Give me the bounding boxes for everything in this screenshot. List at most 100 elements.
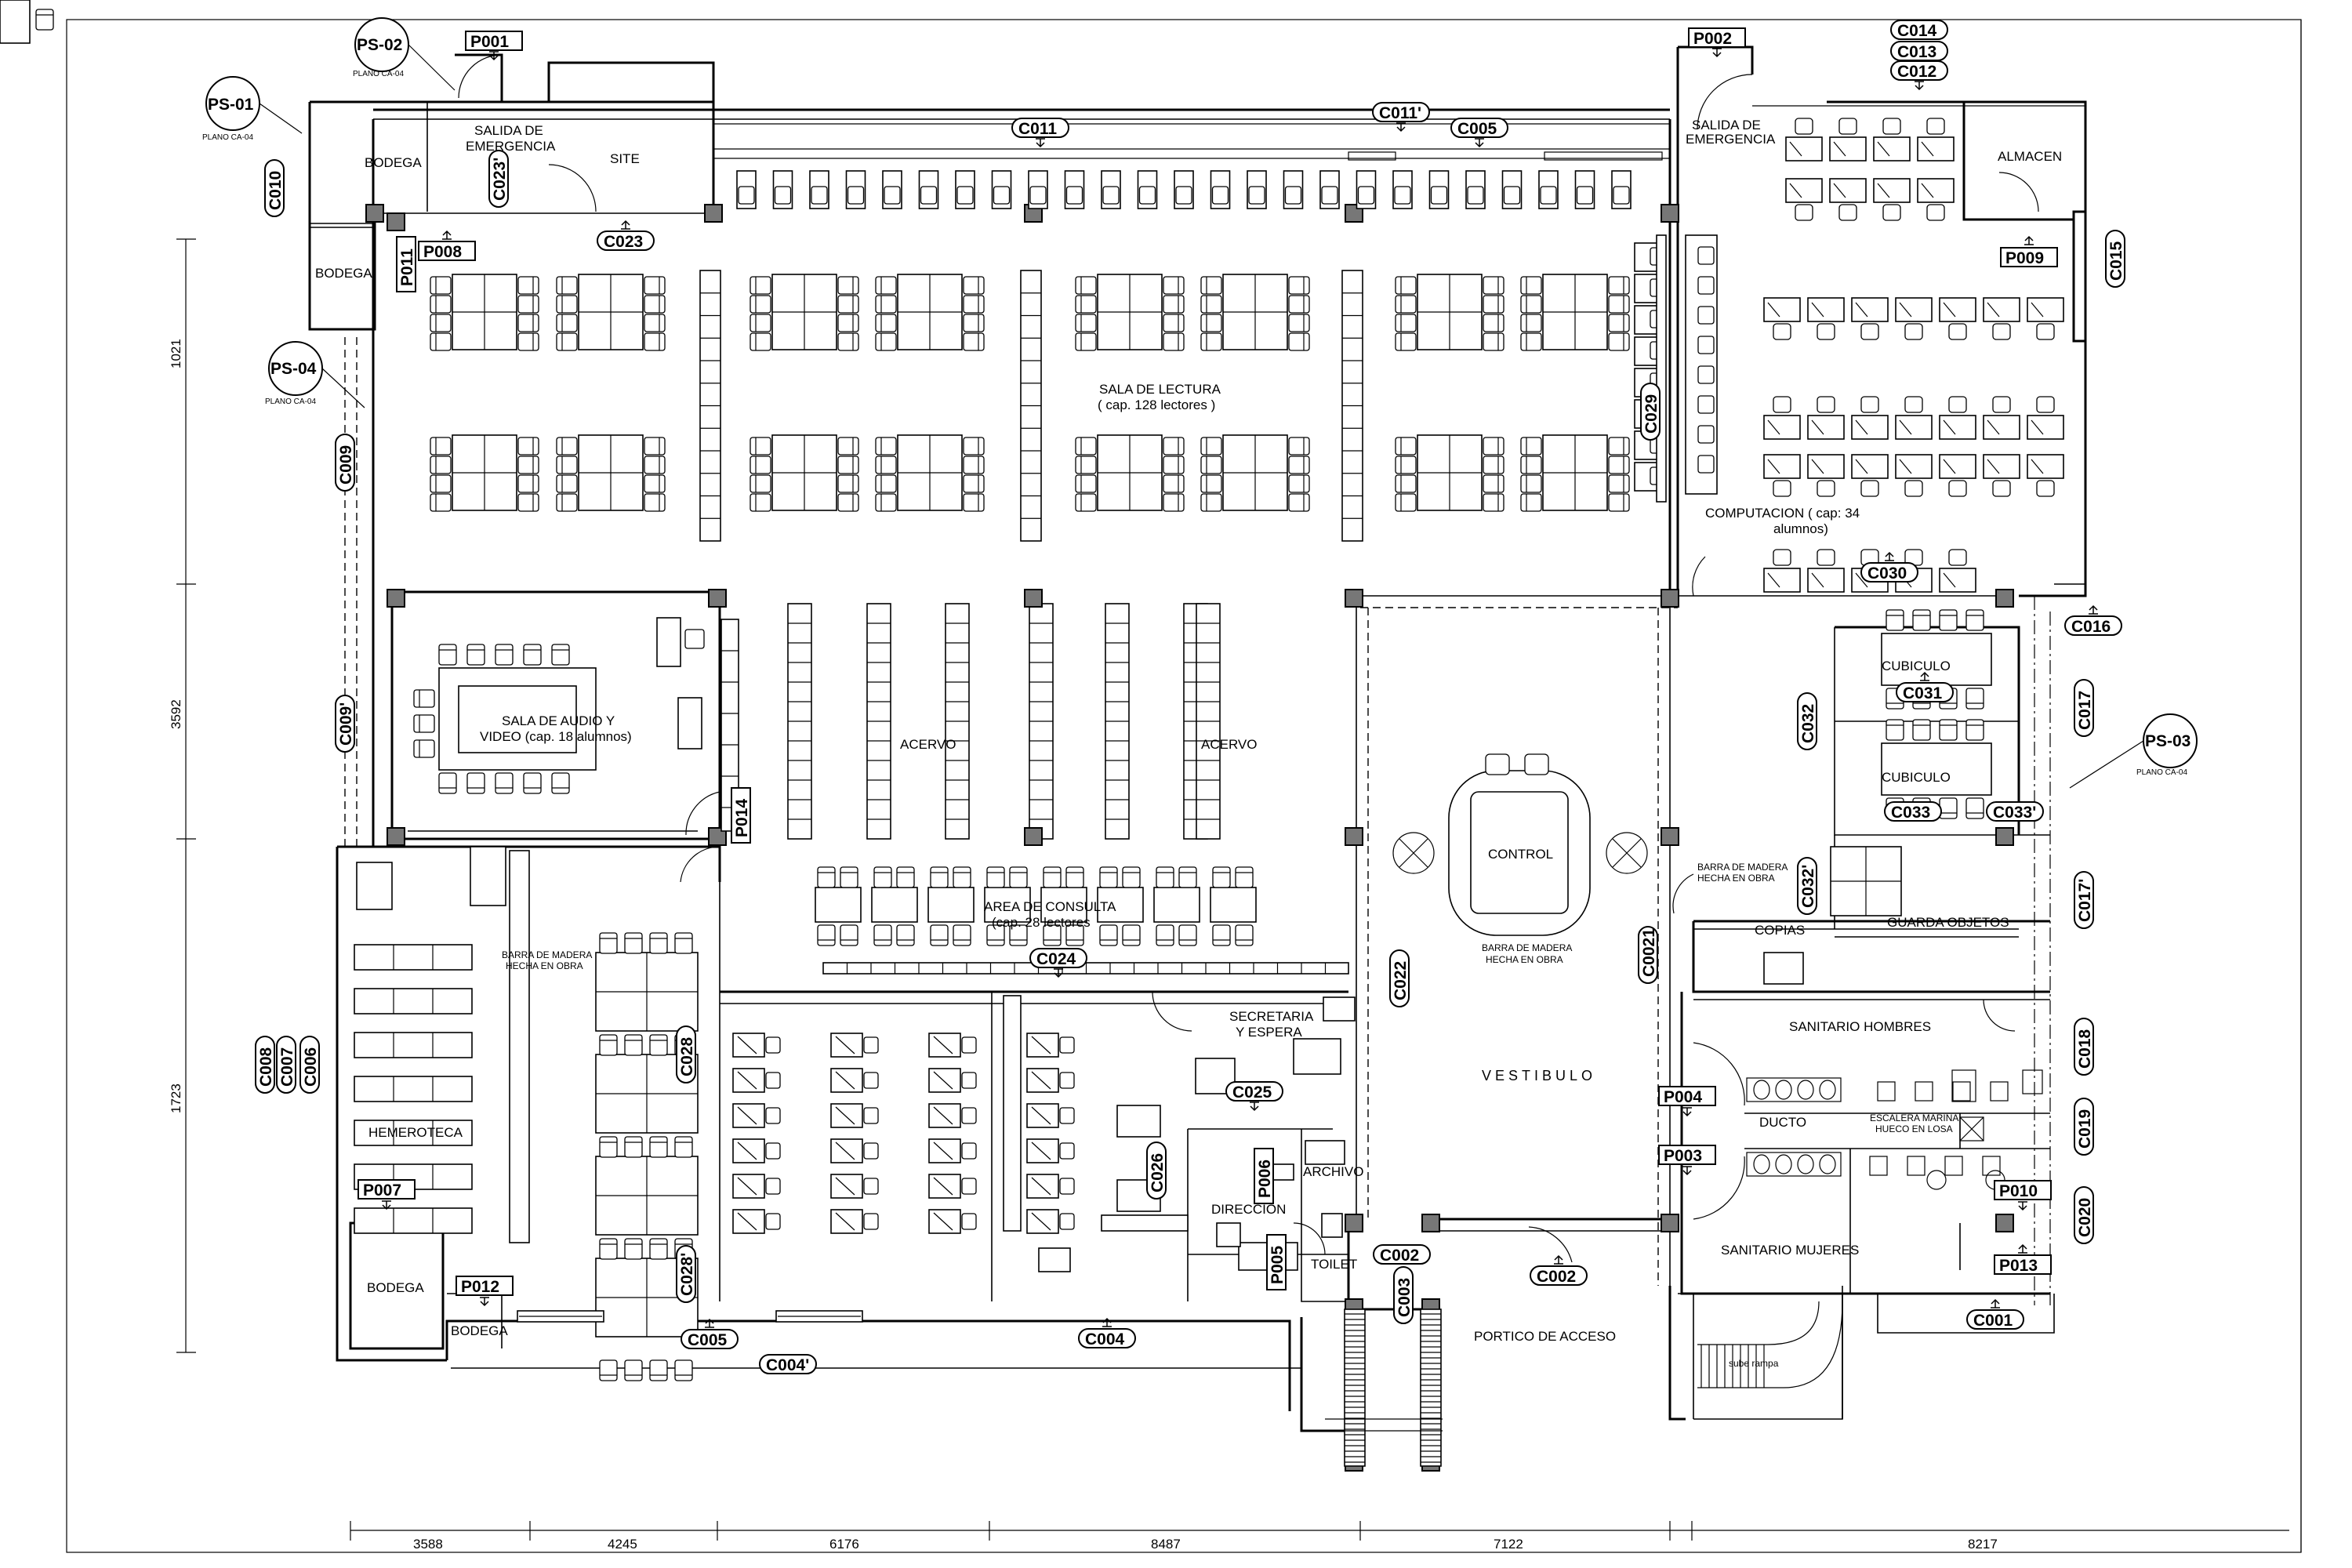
room-label-computacion: COMPUTACION ( cap: 34 (1705, 506, 1860, 521)
room-label-salida-emergencia-2: EMERGENCIA (466, 139, 556, 154)
room-label-salida-emergencia: SALIDA DE (474, 123, 543, 138)
dim-bottom-6: 8217 (1968, 1537, 1998, 1552)
tag-c002a: C002 (1373, 1244, 1431, 1265)
north-corridor (713, 105, 2085, 161)
room-label-audio-video: SALA DE AUDIO Y (502, 713, 615, 728)
room-label-bodega-2: BODEGA (315, 266, 372, 281)
dim-bottom-2: 4245 (608, 1537, 637, 1552)
tag-c013: C013 (1890, 41, 1948, 61)
tag-c004b: C004' (759, 1354, 817, 1374)
tag-c011b: C011' (1372, 102, 1430, 122)
tag-c019: C019 (2074, 1098, 2094, 1156)
svg-text:P005: P005 (1269, 1246, 1287, 1284)
tag-p001: P001 (465, 31, 523, 51)
section-markers: PS-01 PLANO CA-04 PS-02 PLANO CA-04 PS-0… (202, 17, 2198, 789)
tag-c018: C018 (2074, 1018, 2094, 1076)
svg-text:C032': C032' (1799, 865, 1817, 908)
svg-text:C026: C026 (1149, 1153, 1167, 1192)
tag-p011: P011 (396, 236, 416, 292)
room-label-computacion-2: alumnos) (1773, 521, 1828, 536)
tag-c004a: C004 (1078, 1328, 1136, 1348)
tag-c033a: C033 (1884, 801, 1942, 822)
tag-p002: P002 (1688, 27, 1746, 48)
room-label-cubiculo-2: CUBICULO (1882, 770, 1951, 785)
dim-bottom-4: 8487 (1151, 1537, 1181, 1552)
svg-text:C001: C001 (1973, 1312, 2013, 1330)
dim-left-3: 1723 (169, 1083, 183, 1113)
tag-c015: C015 (2105, 230, 2125, 288)
section-marker-ps01: PS-01 PLANO CA-04 (202, 76, 303, 142)
svg-text:P012: P012 (461, 1278, 499, 1296)
svg-text:C011': C011' (1379, 104, 1421, 122)
svg-text:C004: C004 (1085, 1330, 1125, 1348)
svg-text:PS-01: PS-01 (208, 96, 254, 114)
tag-p008: P008 (418, 241, 476, 261)
room-label-escalera-2: HUECO EN LOSA (1875, 1123, 1953, 1134)
svg-text:PLANO CA-04: PLANO CA-04 (202, 133, 253, 142)
svg-text:C0021: C0021 (1640, 928, 1658, 977)
room-label-bodega-sw: BODEGA (367, 1280, 424, 1295)
room-label-bodega-sw-2: BODEGA (451, 1323, 508, 1338)
svg-text:C017': C017' (2076, 879, 2094, 922)
tag-c001: C001 (1966, 1309, 2024, 1330)
tag-c003: C003 (1393, 1266, 1414, 1324)
tag-p004: P004 (1658, 1086, 1716, 1106)
dim-bottom-5: 7122 (1494, 1537, 1523, 1552)
svg-text:PLANO CA-04: PLANO CA-04 (2136, 768, 2187, 777)
room-label-barra-east-2: HECHA EN OBRA (1697, 873, 1775, 884)
svg-text:C023: C023 (604, 233, 643, 251)
room-label-bodega: BODEGA (365, 155, 422, 170)
tag-c011a: C011 (1011, 118, 1069, 138)
room-label-almacen: ALMACEN (1998, 149, 2062, 164)
room-label-copias: COPIAS (1755, 923, 1805, 938)
tag-c025: C025 (1225, 1081, 1283, 1102)
svg-text:C013: C013 (1897, 43, 1936, 61)
room-label-acervo-1: ACERVO (900, 737, 956, 752)
svg-text:PLANO CA-04: PLANO CA-04 (353, 70, 404, 78)
tag-p003: P003 (1658, 1145, 1716, 1165)
room-label-barra-west-2: HECHA EN OBRA (506, 960, 583, 971)
tag-c017b: C017' (2074, 871, 2094, 929)
room-labels: BODEGA SALIDA DE EMERGENCIA SITE BODEGA … (315, 118, 2062, 1369)
bottom-dimension-line: 3588 4245 6176 8487 7122 8217 (350, 1521, 2289, 1552)
tag-p010: P010 (1994, 1180, 2052, 1200)
svg-text:C019: C019 (2076, 1109, 2094, 1149)
svg-text:P006: P006 (1256, 1160, 1274, 1198)
svg-text:P013: P013 (1999, 1257, 2038, 1275)
dim-bottom-3: 6176 (829, 1537, 859, 1552)
svg-text:C025: C025 (1232, 1083, 1272, 1102)
north-wall-desks (736, 170, 1632, 209)
tag-c007: C007 (276, 1036, 296, 1094)
svg-text:P004: P004 (1664, 1088, 1702, 1106)
dim-bottom-1: 3588 (413, 1537, 443, 1552)
left-dimension-line: 1021 3592 1723 (169, 238, 196, 1353)
svg-text:C033': C033' (1993, 804, 2036, 822)
svg-text:PS-02: PS-02 (357, 36, 402, 54)
svg-text:C002: C002 (1537, 1268, 1576, 1286)
room-label-cubiculo-1: CUBICULO (1882, 659, 1951, 673)
tag-c028a: C028 (676, 1025, 696, 1083)
tag-c030: C030 (1860, 562, 1918, 583)
room-label-site: SITE (610, 151, 640, 166)
room-label-toilet: TOILET (1311, 1257, 1357, 1272)
tag-p007: P007 (358, 1179, 416, 1200)
tag-c023b: C023' (488, 150, 509, 208)
tag-c012: C012 (1890, 60, 1948, 81)
svg-text:C009: C009 (337, 445, 355, 485)
access-ramps (517, 1301, 1843, 1467)
svg-text:C032: C032 (1799, 704, 1817, 743)
north-desk-row (0, 0, 54, 44)
tag-c005b: C005 (1450, 118, 1508, 138)
room-label-hemeroteca: HEMEROTECA (368, 1125, 463, 1140)
svg-text:C022: C022 (1392, 961, 1410, 1000)
tag-c032b: C032' (1797, 857, 1817, 915)
tag-c022: C022 (1389, 949, 1410, 1007)
tag-p006: P006 (1254, 1148, 1274, 1204)
svg-text:C008: C008 (257, 1047, 275, 1087)
hemeroteca-furniture (354, 846, 699, 1381)
svg-text:C029: C029 (1642, 394, 1661, 434)
svg-text:PLANO CA-04: PLANO CA-04 (265, 397, 316, 406)
svg-text:C024: C024 (1036, 950, 1076, 968)
tag-c023a: C023 (597, 230, 655, 251)
tag-p013: P013 (1994, 1254, 2052, 1275)
